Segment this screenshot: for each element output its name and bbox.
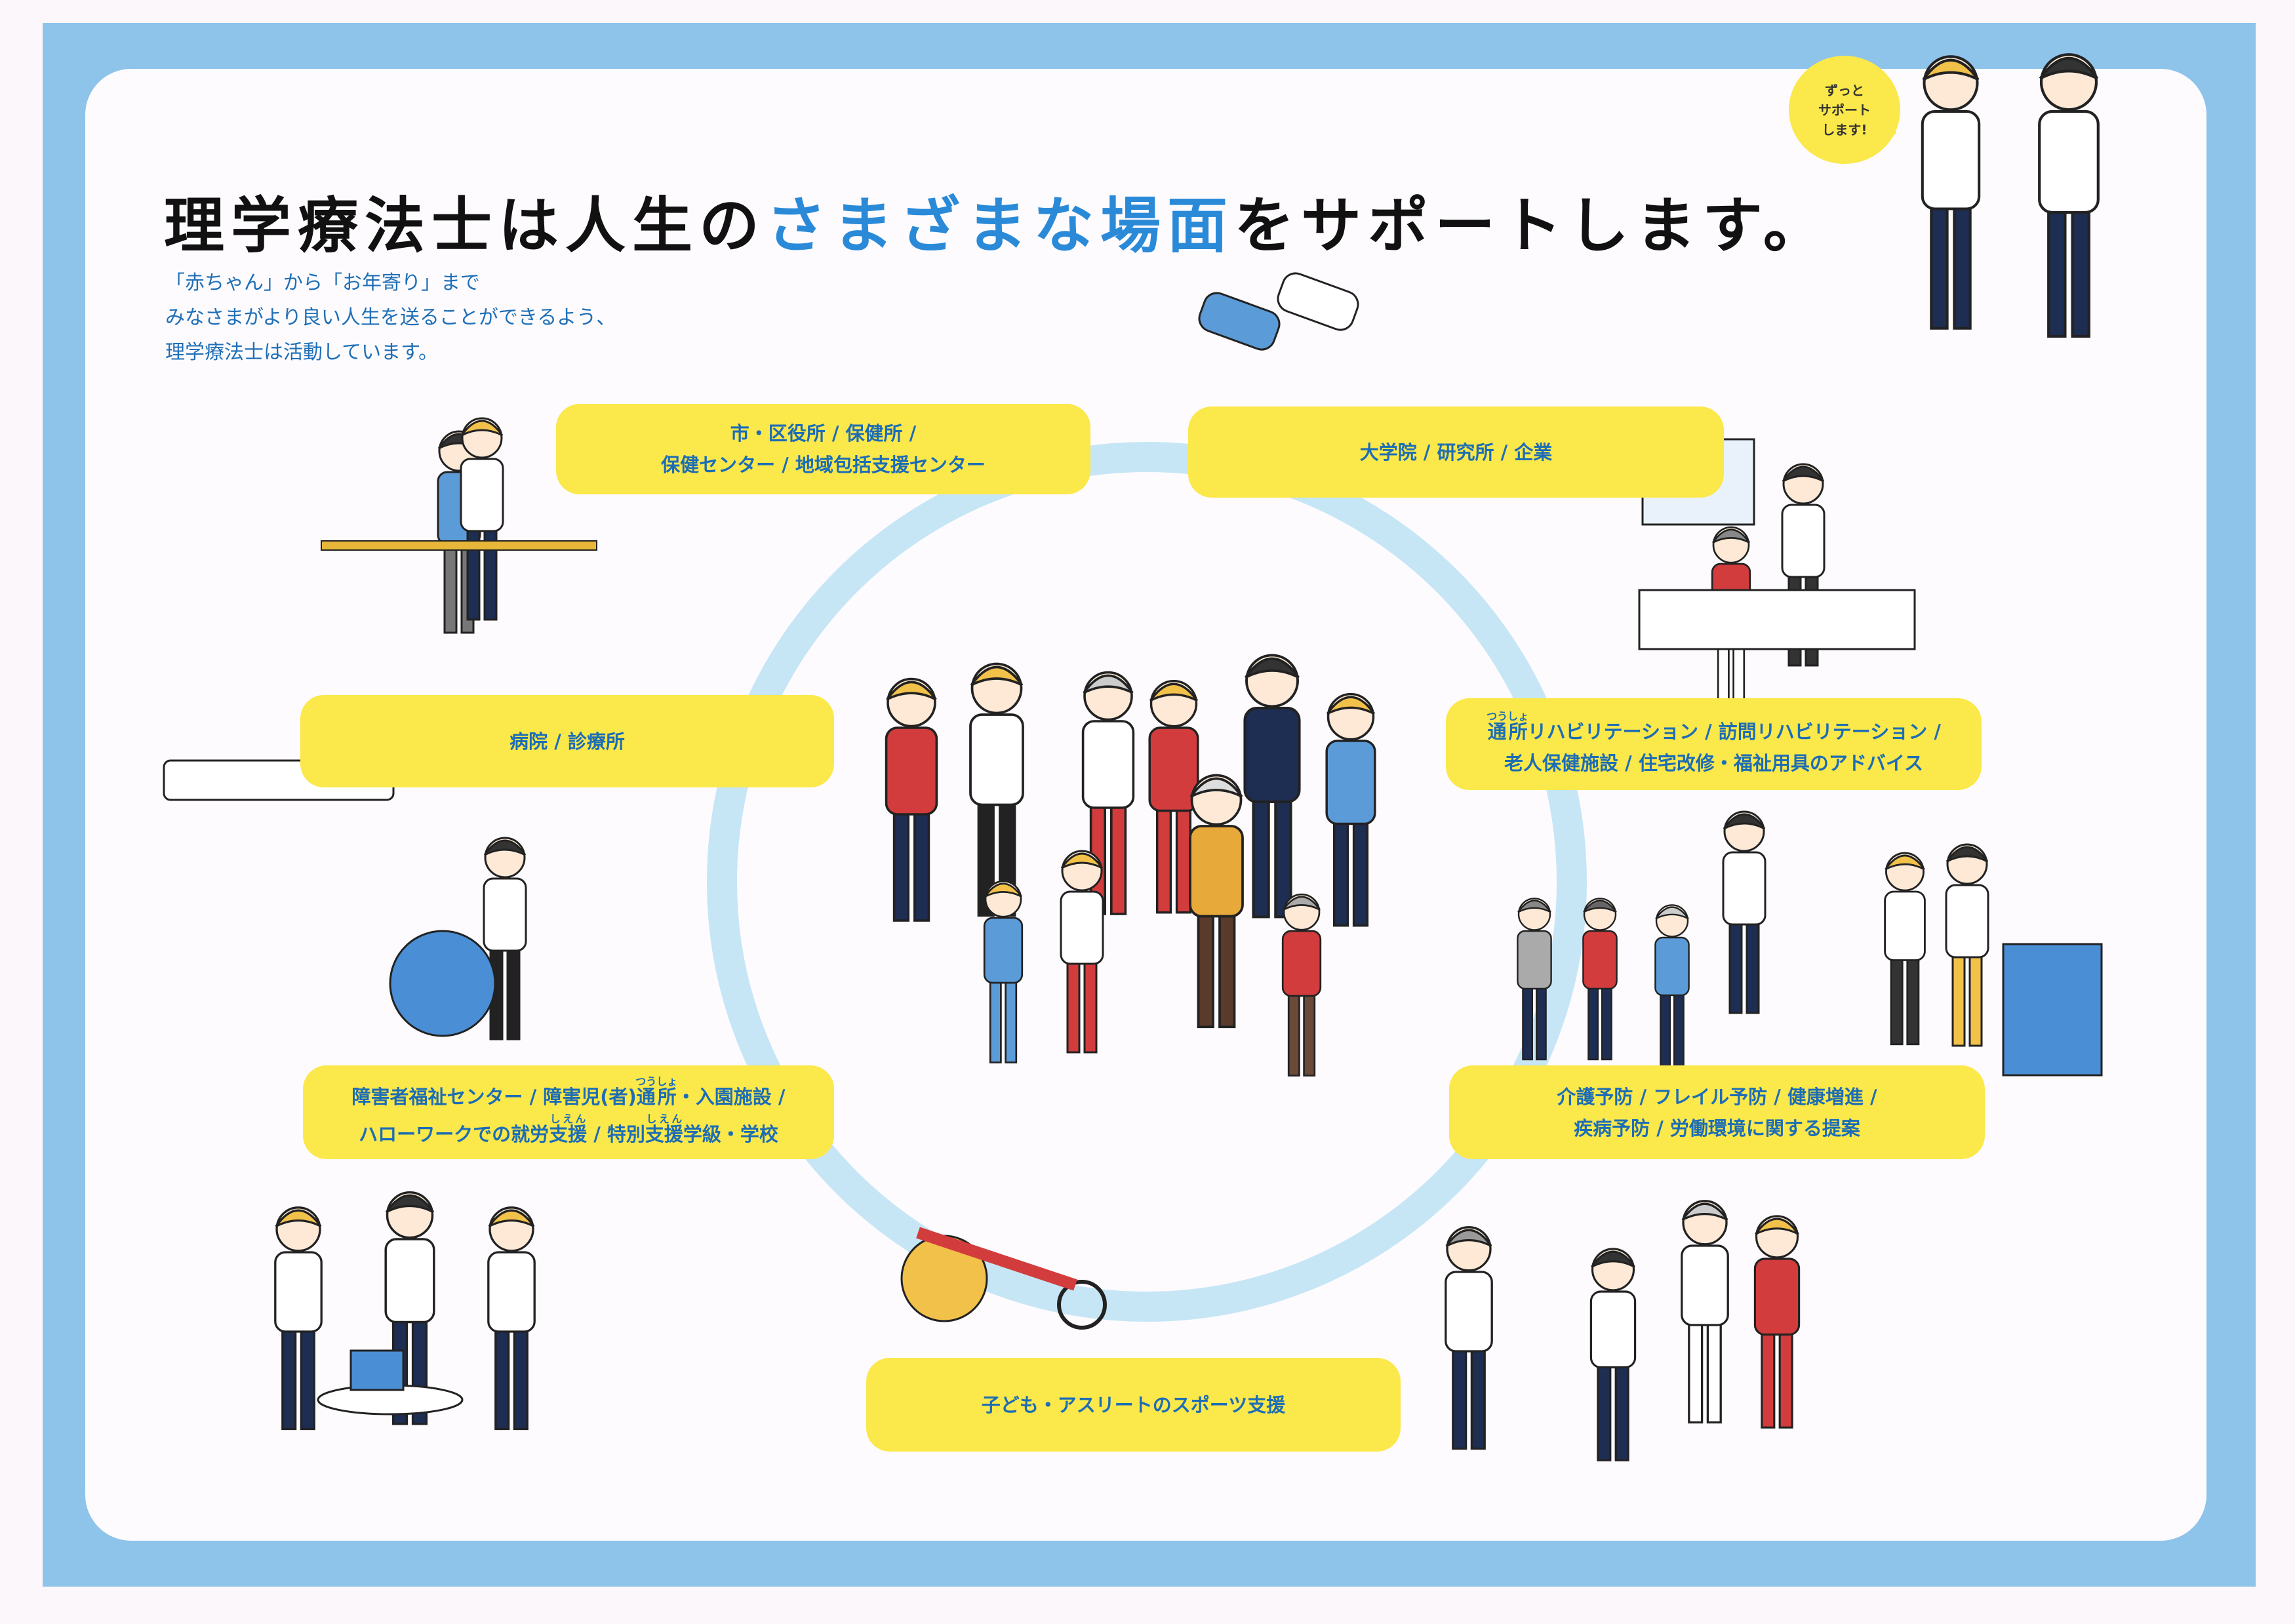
therapist-hospital-figure [460,417,504,621]
doctor-figure [1445,1226,1493,1450]
title-part1: 理学療法士は人生の [164,191,767,261]
situp-figure [1277,272,1359,331]
bubble-line: サポート [1818,102,1871,118]
ruby-base: 通所 [1487,720,1529,743]
parallel-bars [321,540,597,551]
worker-figure [1945,843,1989,1047]
elderly-man-figure [1189,774,1244,1029]
title-part2: をサポートします。 [1234,191,1830,261]
box-line: 病院 / 診療所 [509,730,625,753]
box-city: 市・区役所 / 保健所 / 保健センター / 地域包括支援センター [556,404,1090,494]
elderly-figure [1654,904,1690,1067]
box-text: ・入園施設 / [676,1085,786,1108]
box-line: ハローワークでの就労支援しえん / 特別支援しえん学級・学校 [359,1113,778,1150]
box-hospital: 病院 / 診療所 [300,695,834,787]
therapist-figure [2038,53,2100,338]
ruby-base: 支援 [645,1122,683,1145]
exercise-leader-figure [1722,810,1766,1014]
elderly-figure [1582,898,1618,1061]
desk [2002,943,2103,1077]
girl-figure [1060,850,1104,1054]
balance-ball [389,930,496,1037]
subtitle-line: みなさまがより良い人生を送ることができるよう、 [165,306,616,329]
ruby-base: 支援 [549,1122,588,1145]
page-title: 理学療法士は人生のさまざまな場面をサポートします。 [164,177,1830,264]
staff-figure [384,1191,435,1425]
subtitle: 「赤ちゃん」から「お年寄り」まで みなさまがより良い人生を送ることができるよう、… [165,266,616,370]
box-university: 大学院 / 研究所 / 企業 [1188,406,1724,498]
elderly-woman-wheelchair-figure [1281,893,1322,1077]
wheelchair-frame [916,1227,1077,1291]
therapist-figure [1884,852,1926,1046]
box-line: 介護予防 / フレイル予防 / 健康増進 / [1557,1085,1877,1108]
furigana: つうしょ [1487,709,1529,723]
child-wheelchair-figure [983,880,1024,1063]
situp-figure [1198,292,1281,351]
speech-bubble: ずっと サポート します! [1789,56,1900,164]
baseball-player-figure [1681,1200,1729,1424]
box-line: 市・区役所 / 保健所 / [730,422,917,445]
staff-figure [274,1206,323,1431]
box-text: リハビリテーション / 訪問リハビリテーション / [1527,720,1941,743]
furigana: しえん [549,1112,588,1125]
box-line: 通所つうしょリハビリテーション / 訪問リハビリテーション / [1487,710,1941,747]
staff-figure [487,1206,536,1431]
box-line: 子ども・アスリートのスポーツ支援 [981,1393,1286,1416]
businessman-figure [1243,654,1301,919]
box-rehab: 通所つうしょリハビリテーション / 訪問リハビリテーション / 老人保健施設 /… [1446,698,1982,790]
box-line: 老人保健施設 / 住宅改修・福祉用具のアドバイス [1504,751,1923,774]
therapist-figure [483,837,527,1040]
subtitle-line: 理学療法士は活動しています。 [165,341,439,364]
box-sports: 子ども・アスリートのスポーツ支援 [866,1358,1401,1452]
laptop [349,1349,405,1391]
athlete-figure [1148,679,1199,914]
bed [1638,589,1916,650]
bubble-line: ずっと [1825,82,1864,98]
athlete-figure [1753,1215,1801,1429]
box-line: 大学院 / 研究所 / 企業 [1359,441,1553,464]
mother-figure [885,677,938,922]
elderly-figure [1517,898,1552,1061]
box-text: 障害者福祉センター / 障害児(者) [351,1085,637,1108]
box-prevention: 介護予防 / フレイル予防 / 健康増進 / 疾病予防 / 労働環境に関する提案 [1449,1065,1985,1159]
woman-figure [1325,692,1376,927]
box-disability: 障害者福祉センター / 障害児(者)通所つうしょ・入園施設 / ハローワークでの… [303,1065,834,1159]
furigana: つうしょ [635,1075,678,1088]
subtitle-line: 「赤ちゃん」から「お年寄り」まで [165,271,480,294]
box-line: 疾病予防 / 労働環境に関する提案 [1574,1117,1860,1139]
baseball-player-figure [1081,671,1135,915]
box-line: 障害者福祉センター / 障害児(者)通所つうしょ・入園施設 / [351,1075,785,1113]
box-text: 学級・学校 [683,1122,778,1145]
ruby-base: 通所 [635,1085,678,1108]
box-line: 保健センター / 地域包括支援センター [661,454,986,476]
nurse-figure [1921,55,1981,330]
wheel [1057,1280,1107,1330]
father-figure [969,662,1024,917]
furigana: しえん [645,1112,683,1125]
title-highlight: さまざまな場面 [766,191,1235,261]
box-text: / 特別 [587,1122,645,1145]
worker-figure [1589,1248,1637,1461]
box-text: ハローワークでの就労 [359,1122,549,1145]
bubble-line: します! [1822,121,1867,138]
